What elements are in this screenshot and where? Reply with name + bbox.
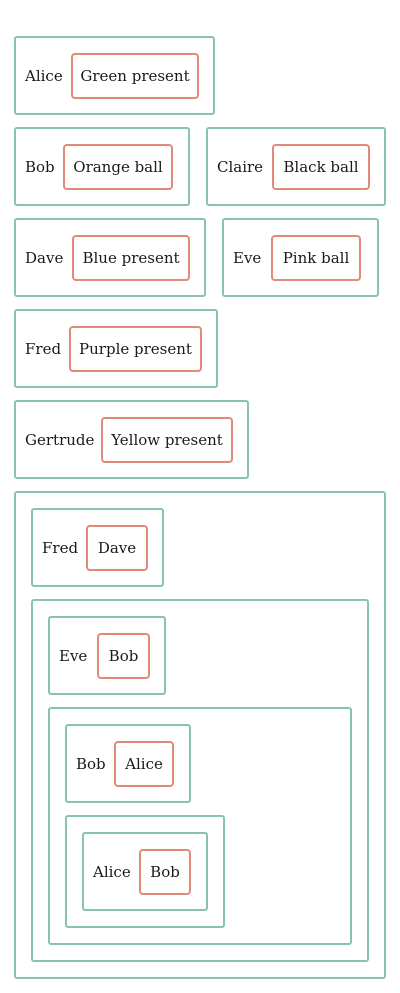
swap-1-first: Fred bbox=[42, 539, 79, 557]
swap-2-first: Eve bbox=[59, 647, 88, 665]
swap-nest-level-1 bbox=[31, 599, 369, 962]
person-name-claire: Claire bbox=[217, 158, 264, 176]
swap-nest-level-2 bbox=[48, 707, 352, 945]
person-name-dave: Dave bbox=[25, 249, 64, 267]
swap-3-first: Bob bbox=[76, 755, 106, 773]
swap-1-second: Dave bbox=[86, 525, 148, 571]
swap-box-4 bbox=[82, 832, 208, 911]
gift-box-green-present: Green present bbox=[71, 53, 199, 99]
swap-box-2 bbox=[48, 616, 166, 695]
gift-box-orange-ball: Orange ball bbox=[63, 144, 173, 190]
swap-3-second: Alice bbox=[114, 741, 174, 787]
pair-box-bob bbox=[14, 127, 190, 206]
swap-4-second: Bob bbox=[139, 849, 191, 895]
pair-box-claire bbox=[206, 127, 386, 206]
swap-4-first: Alice bbox=[93, 863, 131, 881]
gift-box-pink-ball: Pink ball bbox=[271, 235, 361, 281]
pair-box-gertrude bbox=[14, 400, 249, 479]
person-name-gertrude: Gertrude bbox=[25, 431, 95, 449]
gift-box-black-ball: Black ball bbox=[272, 144, 370, 190]
pair-box-eve bbox=[222, 218, 379, 297]
swap-box-3 bbox=[65, 724, 191, 803]
person-name-eve: Eve bbox=[233, 249, 262, 267]
person-name-fred: Fred bbox=[25, 340, 62, 358]
gift-box-blue-present: Blue present bbox=[72, 235, 190, 281]
pair-box-alice bbox=[14, 36, 215, 115]
person-name-bob: Bob bbox=[25, 158, 55, 176]
pair-box-fred bbox=[14, 309, 218, 388]
person-name-alice: Alice bbox=[25, 67, 63, 85]
pair-box-dave bbox=[14, 218, 206, 297]
gift-box-yellow-present: Yellow present bbox=[101, 417, 233, 463]
swap-2-second: Bob bbox=[97, 633, 150, 679]
swap-box-1 bbox=[31, 508, 164, 587]
swap-nest-level-3 bbox=[65, 815, 225, 928]
swap-sequence-outer-box bbox=[14, 491, 386, 979]
gift-box-purple-present: Purple present bbox=[69, 326, 202, 372]
